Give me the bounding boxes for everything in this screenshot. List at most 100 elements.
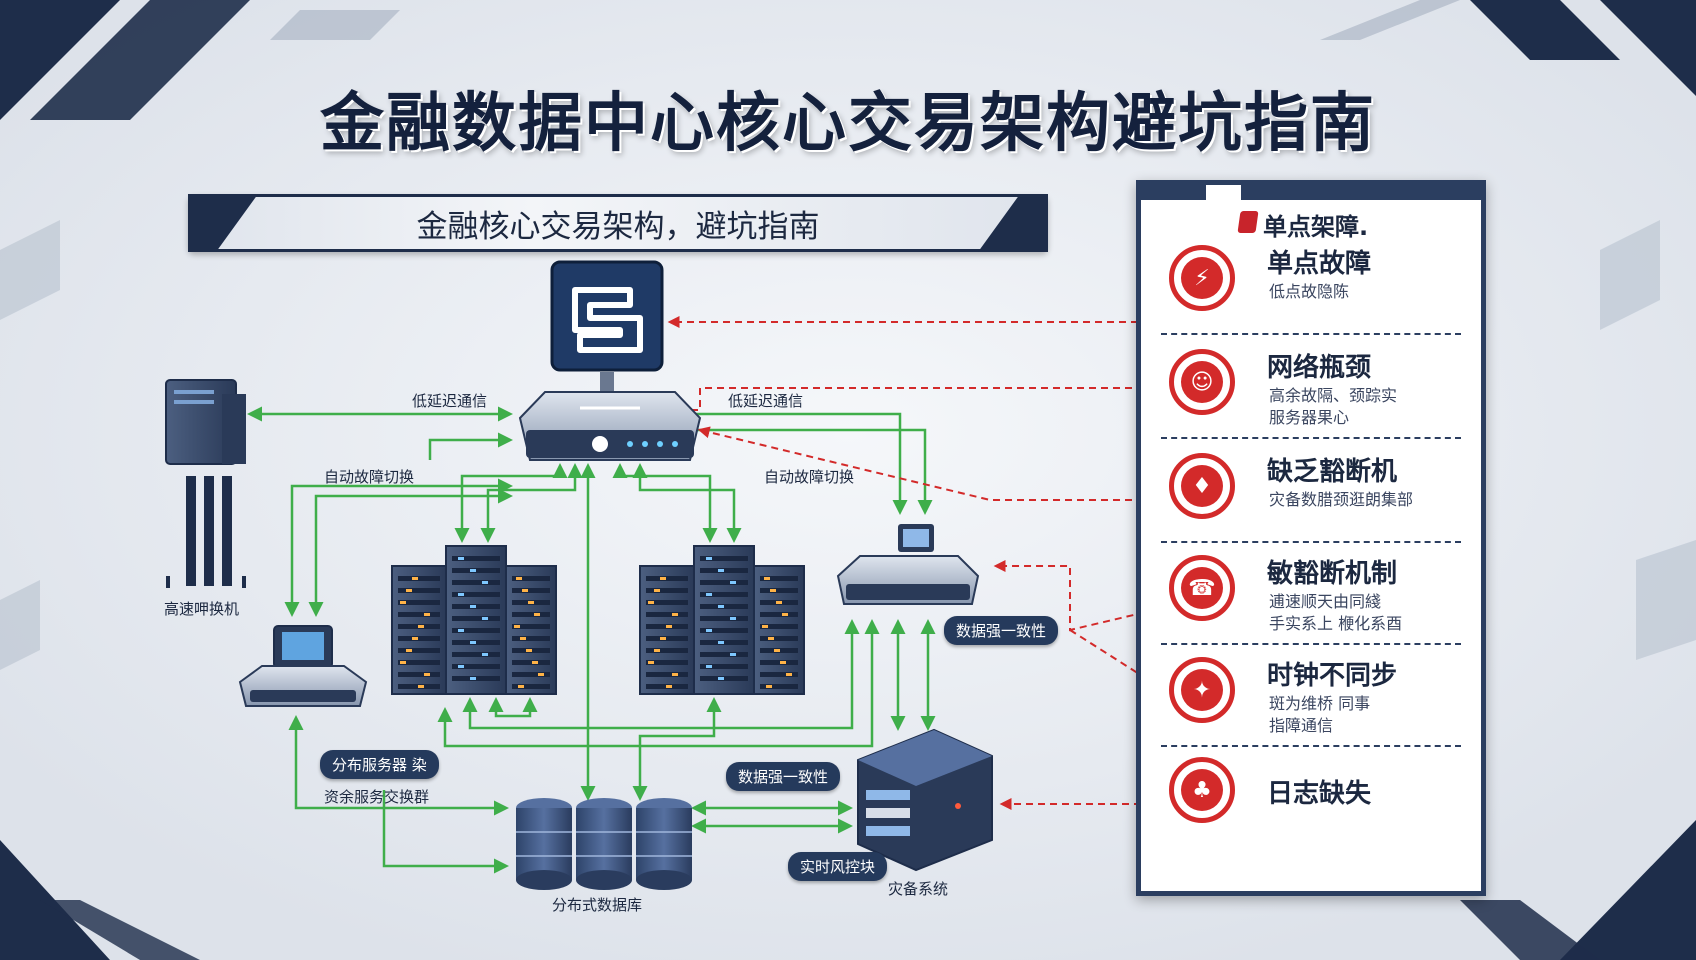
risk-icon-glyph: ✦ [1181, 669, 1223, 711]
rack-led [400, 601, 406, 604]
rack-led [768, 637, 774, 640]
risk-icon-glyph: ♦ [1181, 465, 1223, 507]
rack-led [770, 589, 776, 592]
rack-led [648, 601, 654, 604]
risk-description: 高余故隔、颈踪实 [1269, 386, 1398, 405]
risk-description: 手实系上 楩化系酉 [1269, 614, 1403, 633]
pill-strong-consistency-right: 数据强一致性 [944, 616, 1059, 645]
rack-led [458, 557, 464, 560]
risk-title: 缺乏豁断机 [1267, 457, 1398, 487]
rack-slot [452, 616, 500, 621]
rack-led [406, 649, 412, 652]
right-edge-switch [836, 524, 980, 605]
rack-slot [398, 636, 440, 641]
rack-led [666, 685, 672, 688]
rack-led [730, 653, 736, 656]
rack-led [518, 685, 524, 688]
rack-slot [700, 664, 748, 669]
rack-slot [760, 636, 798, 641]
risk-panel-header: 单点架障. [1263, 213, 1369, 241]
rack-led [718, 605, 724, 608]
rack-led [718, 677, 724, 680]
risk-description: 灾备数腊颈逛朗集部 [1269, 490, 1414, 509]
rack-led [520, 637, 526, 640]
label-low-latency-left: 低延迟通信 [412, 392, 488, 410]
rack-slot [452, 556, 500, 561]
risk-icon-glyph: ⚡ [1181, 257, 1223, 299]
risk-divider [1161, 437, 1461, 439]
risk-icon-glyph: ♣ [1181, 769, 1223, 811]
rack-led [526, 649, 532, 652]
rack-led [424, 613, 430, 616]
pill-realtime-risk: 实时风控块 [788, 852, 888, 881]
operator-icon: ☎ [1169, 555, 1235, 621]
rack-led [418, 685, 424, 688]
rack-led [514, 625, 520, 628]
risk-title: 时钟不同步 [1267, 661, 1398, 691]
rack-led [718, 569, 724, 572]
link-failover-left-outer [284, 478, 513, 617]
risk-panel: 单点架障. ⚡单点故障低点故隐陈☺网络瓶颈高余故隔、颈踪实服务器果心♦缺乏豁断机… [1136, 180, 1486, 896]
rack-led [482, 581, 488, 584]
risk-icon-glyph: ☎ [1181, 567, 1223, 609]
rack-slot [646, 612, 688, 617]
rack-slot [760, 576, 798, 581]
rack-led [412, 637, 418, 640]
pill-strong-consistency-bottom: 数据强一致性 [726, 762, 841, 791]
rack-led [470, 569, 476, 572]
rack-slot [700, 580, 748, 585]
rack-led [776, 601, 782, 604]
rack-slot [646, 648, 688, 653]
disaster-recovery-server [857, 728, 993, 872]
rack-led [660, 577, 666, 580]
rack-led [786, 673, 792, 676]
risk-link-1 [667, 279, 1181, 328]
rack-slot [760, 588, 798, 593]
link-failover-left-inner [308, 488, 513, 617]
label-auto-failover-right: 自动故障切换 [764, 468, 855, 486]
engineer-icon: ☺ [1169, 349, 1235, 415]
rack-slot [646, 588, 688, 593]
risk-description: 指障通信 [1269, 716, 1334, 735]
rack-led [780, 661, 786, 664]
rack-led [470, 677, 476, 680]
rack-led [648, 661, 654, 664]
rack-led [654, 589, 660, 592]
rack-slot [700, 628, 748, 633]
risk-divider [1161, 643, 1461, 645]
power-plug-icon: ⚡ [1169, 245, 1235, 311]
rack-slot [398, 588, 440, 593]
pill-distributed-server: 分布服务器 染 [320, 750, 439, 779]
rack-led [672, 673, 678, 676]
risk-description: 逋速顺天由同綫 [1269, 592, 1382, 611]
team-icon: ♦ [1169, 453, 1235, 519]
rack-led [516, 577, 522, 580]
rack-slot [398, 672, 440, 677]
rack-led [706, 557, 712, 560]
risk-link-3 [697, 426, 1180, 501]
rack-slot [452, 580, 500, 585]
label-high-speed-switch: 高速呷换机 [164, 600, 240, 618]
risk-icon-glyph: ☺ [1181, 361, 1223, 403]
rack-led [782, 613, 788, 616]
link-left-switch-db-2 [382, 790, 509, 874]
rack-lights [398, 556, 798, 689]
rack-led [672, 613, 678, 616]
link-rack-loop-3 [488, 697, 538, 718]
link-core-rackA-2 [480, 463, 583, 543]
link-core-rackA-1 [454, 463, 568, 543]
label-auto-failover-left: 自动故障切换 [324, 468, 415, 486]
rack-slot [700, 652, 748, 657]
risk-divider [1161, 745, 1461, 747]
label-disaster-system: 灾备系统 [888, 880, 949, 898]
rack-led [406, 589, 412, 592]
rack-slot [700, 556, 748, 561]
label-redundant-cluster: 资余服务交换群 [324, 788, 430, 806]
rack-led [774, 649, 780, 652]
rack-led [706, 629, 712, 632]
rack-led [412, 577, 418, 580]
rack-led [458, 665, 464, 668]
risk-divider [1161, 541, 1461, 543]
link-rackB-db [632, 697, 722, 801]
rack-slot [398, 660, 440, 665]
